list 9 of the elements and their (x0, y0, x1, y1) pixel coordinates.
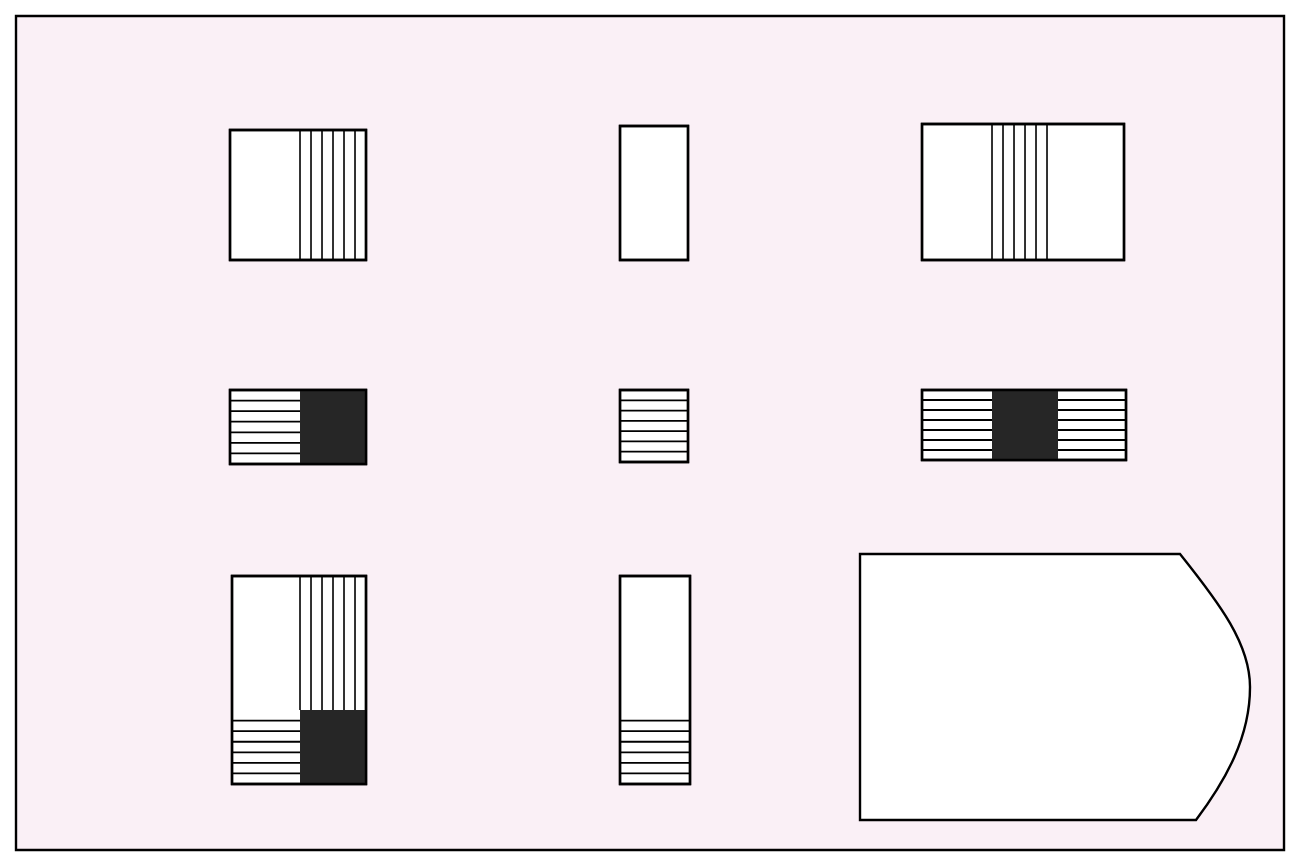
striped-box (230, 574, 368, 786)
striped-box (618, 574, 692, 786)
striped-box (228, 388, 368, 466)
striped-box (228, 128, 368, 262)
striped-box (618, 388, 690, 464)
striped-box (920, 388, 1128, 462)
pentagon-shape (858, 552, 1252, 822)
empty-box (618, 124, 690, 262)
striped-box (920, 122, 1126, 262)
